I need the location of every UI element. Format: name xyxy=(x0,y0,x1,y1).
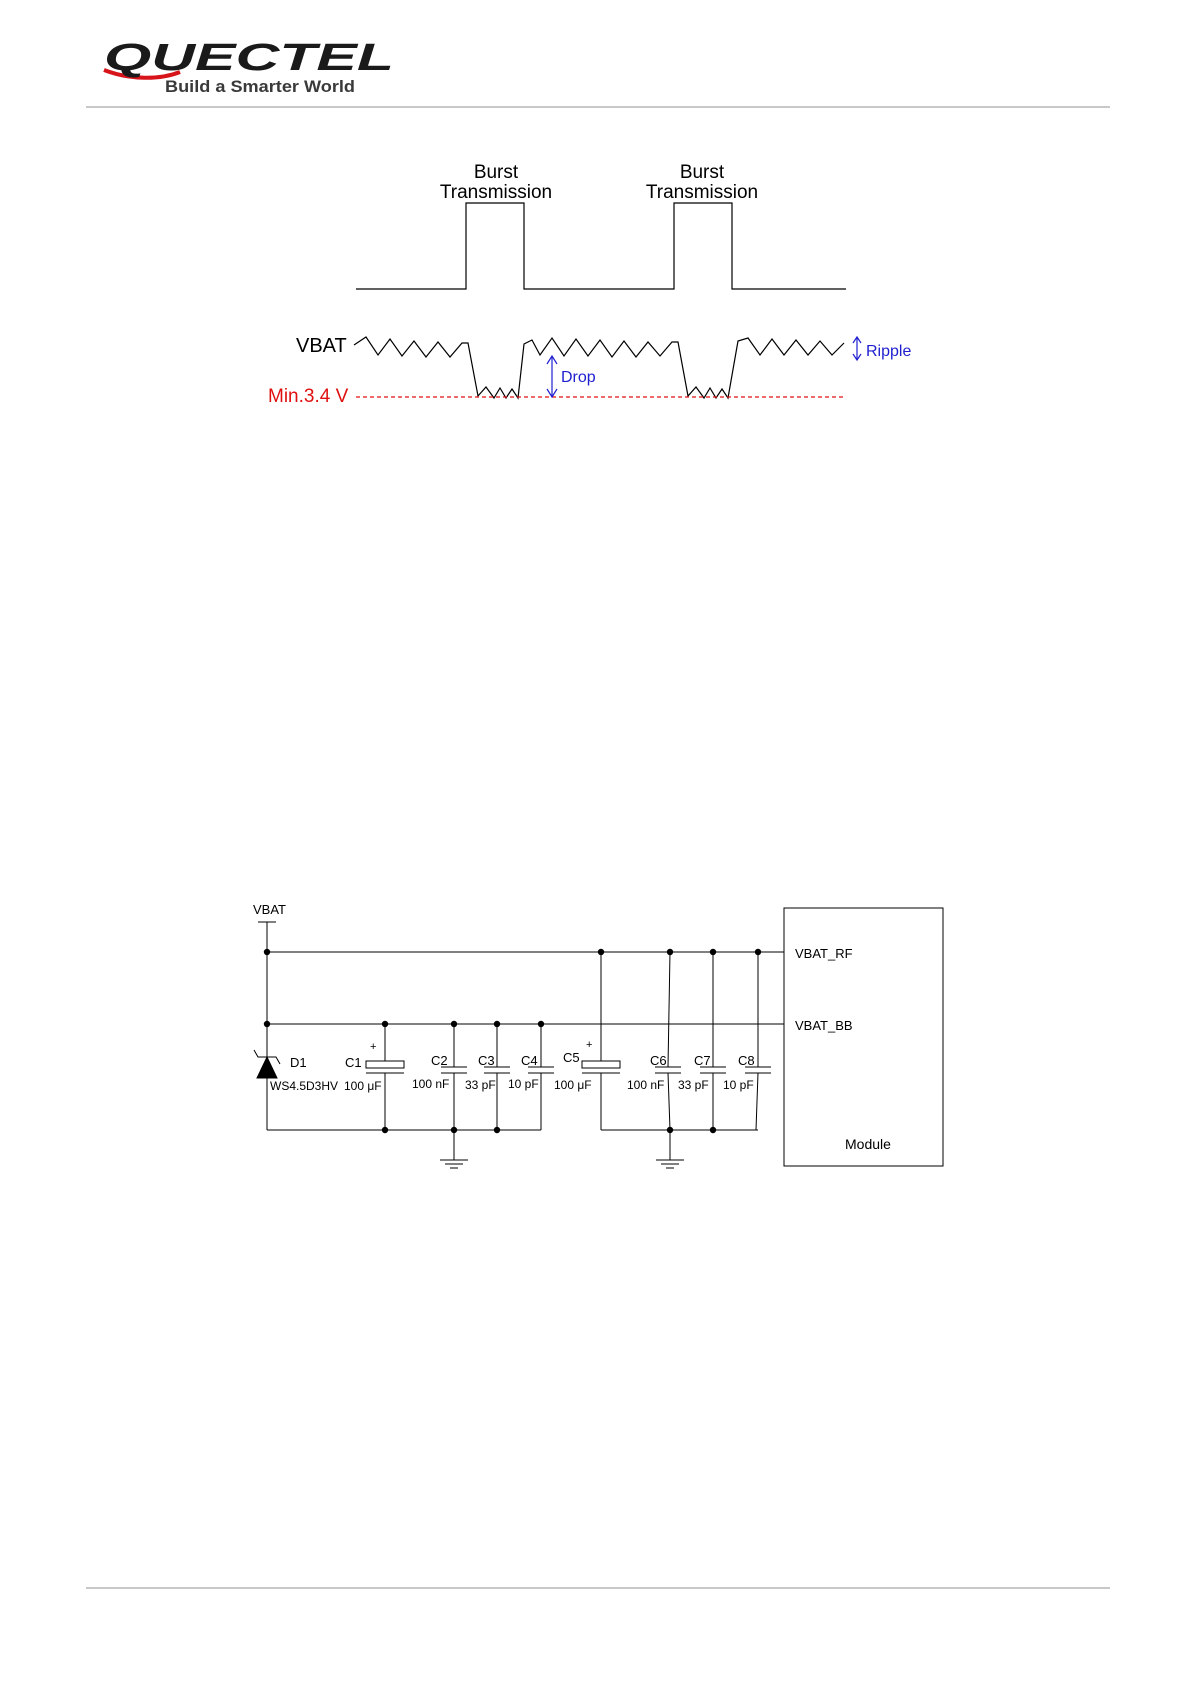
diode-part-label: WS4.5D3HV xyxy=(270,1079,338,1093)
ripple-label: Ripple xyxy=(866,343,911,360)
c7-value-label: 33 pF xyxy=(678,1078,709,1092)
burst-2-label-line2: Transmission xyxy=(646,182,758,203)
logo-wordmark: QUECTEL xyxy=(104,37,394,79)
burst-1-label-line2: Transmission xyxy=(440,182,552,203)
c2-value-label: 100 nF xyxy=(412,1077,449,1091)
c8-value-label: 10 pF xyxy=(723,1078,754,1092)
module-label: Module xyxy=(845,1136,891,1152)
junction-dots xyxy=(264,949,761,1133)
burst-1-label-line1: Burst xyxy=(474,162,519,183)
schematic-vbat-label: VBAT xyxy=(253,902,286,917)
diode-ref-label: D1 xyxy=(290,1055,307,1070)
c6-ref-label: C6 xyxy=(650,1053,667,1068)
c4-value-label: 10 pF xyxy=(508,1077,539,1091)
c1-value-label: 100 μF xyxy=(344,1079,382,1093)
c6-lead-bottom xyxy=(668,1073,670,1130)
c3-ref-label: C3 xyxy=(478,1053,495,1068)
diode-triangle-icon xyxy=(257,1057,277,1078)
ground-2-icon xyxy=(656,1130,684,1168)
c8-lead-bottom xyxy=(756,1073,758,1130)
c7-ref-label: C7 xyxy=(694,1053,711,1068)
logo-tagline: Build a Smarter World xyxy=(165,77,355,96)
schematic-labels: VBAT VBAT_RF VBAT_BB Module D1 WS4.5D3HV… xyxy=(253,902,891,1152)
burst-2-label-line1: Burst xyxy=(680,162,725,183)
c3-value-label: 33 pF xyxy=(465,1078,496,1092)
vbat-ripple-trace xyxy=(354,337,844,398)
burst-waveform-diagram xyxy=(354,203,861,398)
c6-value-label: 100 nF xyxy=(627,1078,664,1092)
drop-label: Drop xyxy=(561,369,596,386)
vbat-rf-label: VBAT_RF xyxy=(795,946,853,961)
burst-pulse-trace xyxy=(356,203,846,289)
c5-plus-sign: + xyxy=(586,1039,592,1051)
c1-plus-sign: + xyxy=(370,1041,376,1053)
c4-ref-label: C4 xyxy=(521,1053,538,1068)
c5-plate-top xyxy=(582,1061,620,1068)
ground-1-icon xyxy=(440,1130,468,1168)
c1-ref-label: C1 xyxy=(345,1055,362,1070)
c5-value-label: 100 μF xyxy=(554,1078,592,1092)
vbat-bb-label: VBAT_BB xyxy=(795,1018,853,1033)
quectel-logo: QUECTEL Build a Smarter World xyxy=(104,37,394,96)
c8-ref-label: C8 xyxy=(738,1053,755,1068)
c2-ref-label: C2 xyxy=(431,1053,448,1068)
vbat-waveform-label: VBAT xyxy=(296,335,347,357)
waveform-labels: Burst Transmission Burst Transmission VB… xyxy=(268,162,911,407)
c6-lead-top xyxy=(668,952,670,1067)
c5-ref-label: C5 xyxy=(563,1050,580,1065)
min-voltage-label: Min.3.4 V xyxy=(268,386,349,407)
c1-plate-top xyxy=(366,1061,404,1068)
